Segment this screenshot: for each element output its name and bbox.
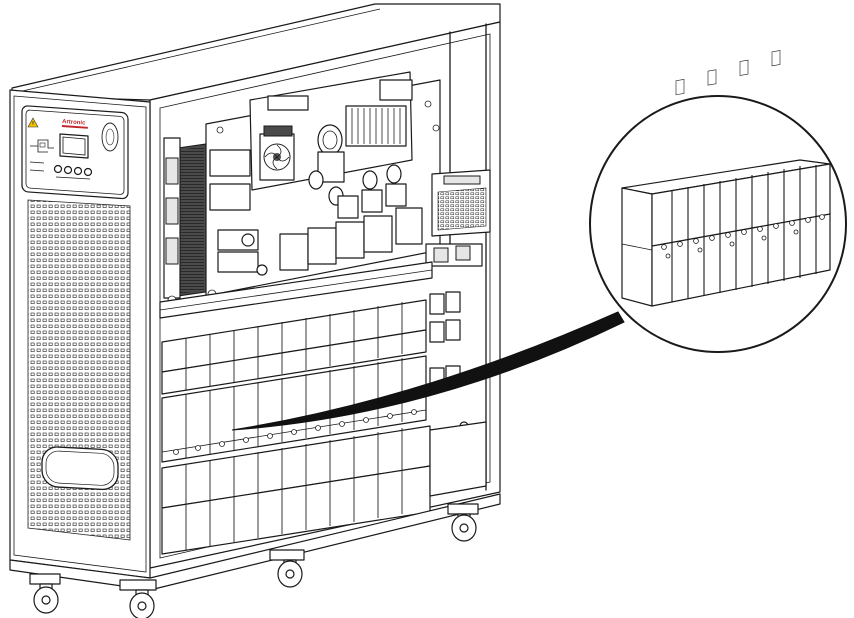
panel-button (83, 167, 93, 177)
warning-icon (27, 117, 39, 128)
panel-button (63, 165, 73, 175)
brand-logo: Artronic (61, 119, 88, 129)
caster-wheel (269, 549, 305, 588)
power-components (209, 149, 423, 276)
panel-button (73, 166, 83, 176)
power-supply-module (431, 169, 491, 237)
cabinet-base (9, 493, 501, 591)
heatsink (177, 143, 207, 297)
shelf-divider (159, 261, 433, 319)
cooling-fan (259, 133, 295, 181)
relays (337, 164, 407, 219)
caster-wheel (119, 579, 157, 618)
caster-wheel (447, 503, 479, 542)
mimic-diagram-icon (30, 139, 54, 153)
vent-grille (27, 199, 131, 541)
caster-wheels (29, 503, 479, 618)
buzzer-icon (101, 122, 119, 152)
electronics-section (163, 71, 491, 305)
panel-button (53, 164, 63, 174)
zoomed-battery-block (621, 50, 831, 307)
battery-row-top (161, 299, 427, 395)
door-handle (41, 446, 119, 491)
caster-wheel (29, 573, 61, 614)
capacitors (308, 124, 345, 206)
magnifier-callout (589, 50, 847, 353)
terminal-strip (267, 79, 413, 147)
lcd-display (59, 133, 89, 159)
brand-logo-text: Artronic (62, 119, 86, 127)
panel-buttons (29, 161, 93, 180)
callout-pointer (231, 311, 625, 431)
battery-row-middle (161, 355, 427, 463)
battery-compartment (161, 291, 487, 555)
